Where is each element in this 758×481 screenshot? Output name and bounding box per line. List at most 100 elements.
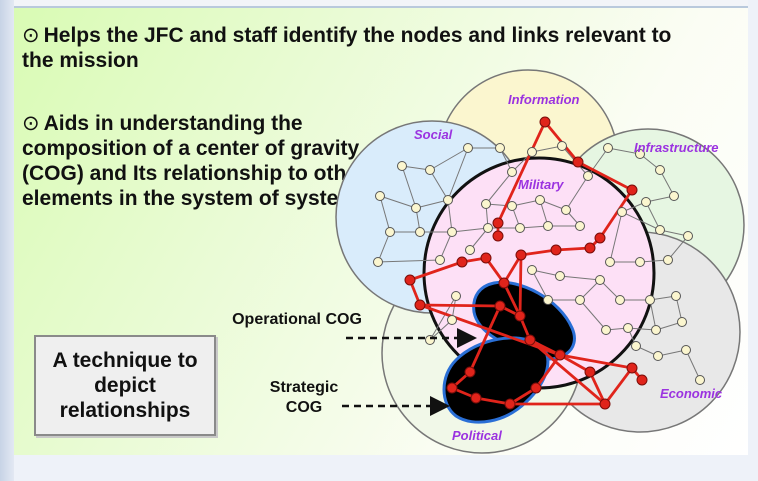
critical-node	[464, 366, 476, 378]
node	[557, 141, 567, 151]
critical-node	[594, 232, 606, 244]
node	[683, 231, 693, 241]
gray-link	[379, 195, 391, 233]
information-label: Information	[508, 92, 580, 107]
gray-link	[531, 269, 549, 301]
critical-node	[599, 398, 611, 410]
critical-node	[550, 244, 562, 256]
gray-link	[531, 145, 563, 153]
gray-link	[621, 211, 661, 231]
red-link	[419, 303, 501, 308]
critical-node	[456, 256, 468, 268]
bottom-frame-band	[14, 455, 758, 481]
node	[385, 227, 395, 237]
technique-callout: A technique to depict relationships	[34, 335, 216, 436]
left-frame-strip	[0, 0, 14, 481]
critical-node	[515, 249, 527, 261]
node	[515, 223, 525, 233]
bullet-marker-icon: ⊙	[22, 24, 40, 47]
bullet-identify-nodes: ⊙Helps the JFC and staff identify the no…	[22, 23, 702, 73]
node	[663, 255, 673, 265]
node	[635, 149, 645, 159]
right-frame-edge	[748, 0, 758, 481]
gray-link	[429, 147, 469, 171]
node	[595, 275, 605, 285]
critical-node	[494, 300, 506, 312]
social-label: Social	[414, 127, 453, 142]
gray-link	[685, 349, 701, 381]
operational-cog-label: Operational COG	[232, 311, 362, 328]
critical-node	[524, 334, 536, 346]
critical-node	[554, 349, 566, 361]
node	[669, 191, 679, 201]
critical-node	[480, 252, 492, 264]
node	[623, 323, 633, 333]
gray-link	[645, 201, 661, 231]
node	[543, 221, 553, 231]
node	[425, 165, 435, 175]
critical-node	[504, 398, 516, 410]
red-link	[598, 189, 634, 239]
node	[411, 203, 421, 213]
node	[695, 375, 705, 385]
node	[527, 147, 537, 157]
gray-link	[415, 199, 449, 209]
node	[635, 257, 645, 267]
gray-link	[579, 299, 607, 331]
economic-label: Economic	[660, 386, 723, 401]
critical-node	[498, 277, 510, 289]
node	[495, 143, 505, 153]
node	[651, 325, 661, 335]
red-link	[468, 305, 502, 373]
node	[603, 143, 613, 153]
red-link	[603, 367, 634, 405]
political-label: Political	[452, 428, 502, 443]
node	[681, 345, 691, 355]
gray-link	[667, 235, 689, 261]
node	[535, 195, 545, 205]
critical-node	[514, 310, 526, 322]
red-link	[559, 353, 591, 374]
bullet-text: Helps the JFC and staff identify the nod…	[22, 24, 672, 72]
node	[631, 341, 641, 351]
red-link	[555, 246, 591, 252]
critical-node	[492, 217, 504, 229]
red-link	[529, 338, 606, 406]
red-link	[588, 371, 607, 405]
red-link	[559, 353, 633, 370]
critical-node	[446, 382, 458, 394]
gray-link	[607, 147, 641, 155]
critical-node	[530, 382, 542, 394]
gray-link	[609, 211, 623, 263]
red-link	[502, 282, 522, 317]
node	[653, 351, 663, 361]
technique-text: A technique to depict relationships	[52, 349, 198, 422]
gray-link	[649, 299, 657, 331]
node	[397, 161, 407, 171]
node	[373, 257, 383, 267]
critical-node	[414, 299, 426, 311]
node	[555, 271, 565, 281]
network-nodes	[373, 116, 705, 410]
node	[561, 205, 571, 215]
red-link	[520, 248, 557, 257]
gray-link	[559, 275, 601, 281]
red-link	[577, 160, 633, 192]
node	[575, 221, 585, 231]
red-link	[534, 354, 562, 389]
red-link	[518, 254, 523, 317]
node	[483, 223, 493, 233]
node	[465, 245, 475, 255]
node	[645, 295, 655, 305]
node	[447, 227, 457, 237]
node	[671, 291, 681, 301]
node	[451, 291, 461, 301]
node	[601, 325, 611, 335]
critical-node	[636, 374, 648, 386]
gray-link	[565, 175, 589, 211]
node	[481, 199, 491, 209]
red-link	[475, 396, 511, 406]
gray-link	[447, 147, 469, 201]
gray-link	[451, 227, 489, 233]
red-link	[496, 121, 547, 224]
